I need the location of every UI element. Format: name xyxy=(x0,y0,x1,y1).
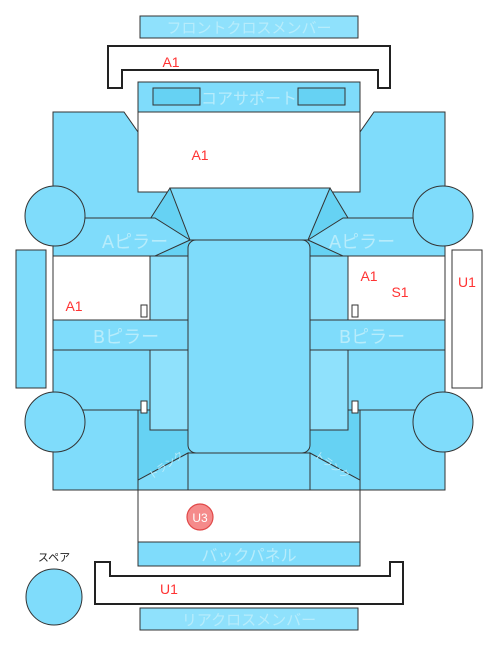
rear-cross-member-code: U1 xyxy=(160,581,178,597)
b-pillar-left-label: Bピラー xyxy=(93,327,159,348)
right-side-s-code: S1 xyxy=(391,284,408,300)
trunk-damage-code: U3 xyxy=(192,511,208,525)
rear-left-wheel[interactable] xyxy=(24,391,86,453)
roof[interactable] xyxy=(187,239,311,454)
front-cross-member-label: フロントクロスメンバー xyxy=(166,19,331,37)
left-front-door-trim xyxy=(149,255,189,321)
right-rear-door-trim xyxy=(309,349,349,431)
a-pillar-left-label: Aピラー xyxy=(102,232,168,253)
a-pillar-right-label: Aピラー xyxy=(329,232,395,253)
b-pillar-left[interactable] xyxy=(52,319,189,351)
rear-right-wheel[interactable] xyxy=(412,391,474,453)
trunk-damage-badge[interactable] xyxy=(186,503,214,531)
engine-bay[interactable] xyxy=(137,111,361,193)
right-side-a-code: A1 xyxy=(360,268,377,284)
right-outer-code: U1 xyxy=(458,274,476,290)
b-pillar-right-label: Bピラー xyxy=(339,327,405,348)
a-pillar-left[interactable] xyxy=(52,217,192,257)
right-front-door-trim xyxy=(309,255,349,321)
front-right-wheel[interactable] xyxy=(412,185,474,247)
left-side-code: A1 xyxy=(65,298,82,314)
left-side-skirt[interactable] xyxy=(15,249,47,389)
rear-cross-member-bar[interactable] xyxy=(139,607,359,631)
front-cross-member-bracket[interactable] xyxy=(107,45,391,89)
right-front-handle xyxy=(351,304,359,318)
core-support-left-slot xyxy=(152,87,201,106)
right-rear-handle xyxy=(351,400,359,414)
core-support-right-slot xyxy=(297,87,346,106)
spare-tire[interactable] xyxy=(25,568,83,626)
spare-label: スペア xyxy=(38,551,70,564)
b-pillar-right[interactable] xyxy=(309,319,446,351)
left-rear-handle xyxy=(140,400,148,414)
back-panel[interactable] xyxy=(137,541,361,567)
rear-window[interactable] xyxy=(169,452,331,491)
left-front-handle xyxy=(140,304,148,318)
front-left-wheel[interactable] xyxy=(24,185,86,247)
left-rear-door-trim xyxy=(149,349,189,431)
front-cross-member-bar[interactable] xyxy=(139,15,359,39)
front-cross-member-code: A1 xyxy=(162,54,179,70)
back-panel-label: バックパネル xyxy=(201,546,296,565)
right-side-skirt[interactable] xyxy=(451,249,483,389)
trunk-floor[interactable] xyxy=(137,489,361,543)
core-support-label: コアサポート xyxy=(201,89,297,108)
a-pillar-right[interactable] xyxy=(306,217,446,257)
rear-cross-member-label: リアクロスメンバー xyxy=(182,611,316,629)
rear-cross-member-bracket[interactable] xyxy=(94,561,404,605)
windshield[interactable] xyxy=(169,187,331,241)
engine-bay-code: A1 xyxy=(191,147,208,163)
